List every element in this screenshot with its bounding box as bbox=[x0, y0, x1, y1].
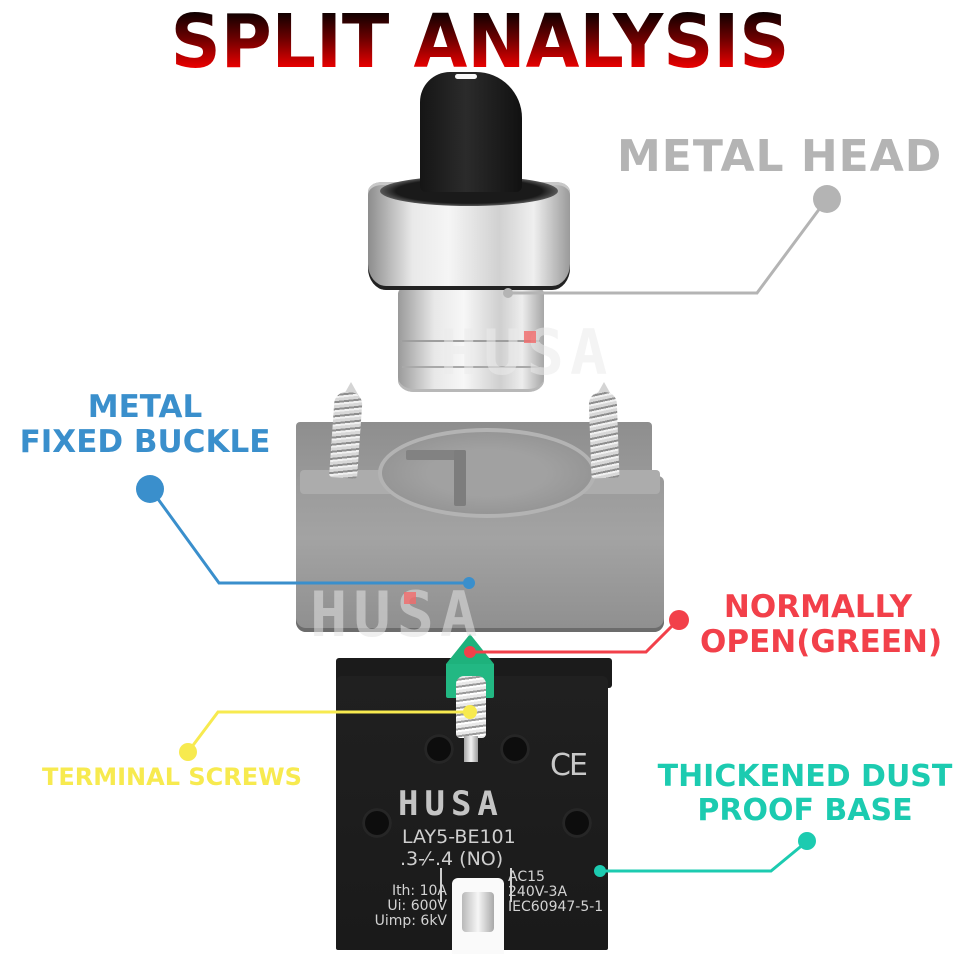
model-number: LAY5-BE101 bbox=[402, 826, 516, 848]
callout-dust-proof-base-line2: PROOF BASE bbox=[697, 792, 913, 828]
terminal-screw bbox=[456, 676, 486, 738]
callout-normally-open-line2: OPEN(GREEN) bbox=[700, 623, 943, 660]
spec-divider-left bbox=[440, 868, 442, 902]
selector-knob bbox=[420, 72, 522, 192]
brand-logo: HUSA bbox=[398, 784, 504, 824]
spec-uimp: Uimp: 6kV bbox=[374, 913, 447, 929]
callout-metal-fixed-buckle-line1: METAL bbox=[87, 389, 203, 425]
spec-voltage-current: 240V-3A bbox=[508, 884, 568, 900]
page-title: SPLIT ANALYSIS bbox=[29, 2, 931, 82]
watermark-logo: HUSA bbox=[440, 316, 614, 389]
mounting-hole bbox=[362, 808, 392, 838]
spec-standard: IEC60947-5-1 bbox=[508, 899, 604, 915]
ce-mark: CE bbox=[550, 748, 588, 783]
mounting-screw-left bbox=[329, 391, 363, 479]
spec-divider-right bbox=[510, 868, 512, 902]
mounting-hole bbox=[424, 734, 454, 764]
buckle-oval-opening bbox=[378, 428, 596, 518]
wiring-diagram-text: .3-⁄-.4 (NO) bbox=[400, 848, 504, 870]
dust-proof-base-leader bbox=[594, 832, 816, 877]
watermark-dot bbox=[404, 592, 416, 604]
callout-metal-fixed-buckle-line2: FIXED BUCKLE bbox=[19, 423, 271, 460]
mounting-screw-right bbox=[588, 391, 620, 479]
buckle-key-tab bbox=[406, 450, 466, 460]
terminal-screw-shaft bbox=[464, 736, 478, 762]
callout-terminal-screws: TERMINAL SCREWS bbox=[42, 763, 302, 791]
spec-ratings-right: AC15 240V-3A IEC60947-5-1 bbox=[508, 870, 603, 915]
spec-ui: Ui: 600V bbox=[387, 898, 447, 914]
callout-dust-proof-base-line1: THICKENED DUST bbox=[657, 759, 953, 794]
mounting-hole bbox=[500, 734, 530, 764]
metal-head-ring bbox=[402, 340, 540, 368]
buckle-key-slot bbox=[454, 450, 466, 506]
callout-dust-proof-base: THICKENED DUST PROOF BASE bbox=[656, 760, 954, 827]
selector-knob-indicator bbox=[455, 74, 477, 79]
spec-category: AC15 bbox=[508, 869, 545, 885]
bottom-terminal-screw bbox=[462, 892, 494, 932]
watermark-logo: HUSA bbox=[310, 578, 484, 651]
spec-ith: Ith: 10A bbox=[391, 883, 447, 899]
watermark-dot bbox=[524, 331, 536, 343]
callout-normally-open-line1: NORMALLY bbox=[723, 589, 913, 625]
callout-metal-fixed-buckle: METAL FIXED BUCKLE bbox=[14, 390, 276, 459]
callout-metal-head: METAL HEAD bbox=[617, 131, 943, 182]
callout-normally-open: NORMALLY OPEN(GREEN) bbox=[700, 589, 943, 660]
spec-ratings-left: Ith: 10A Ui: 600V Uimp: 6kV bbox=[343, 884, 447, 929]
mounting-hole bbox=[562, 808, 592, 838]
